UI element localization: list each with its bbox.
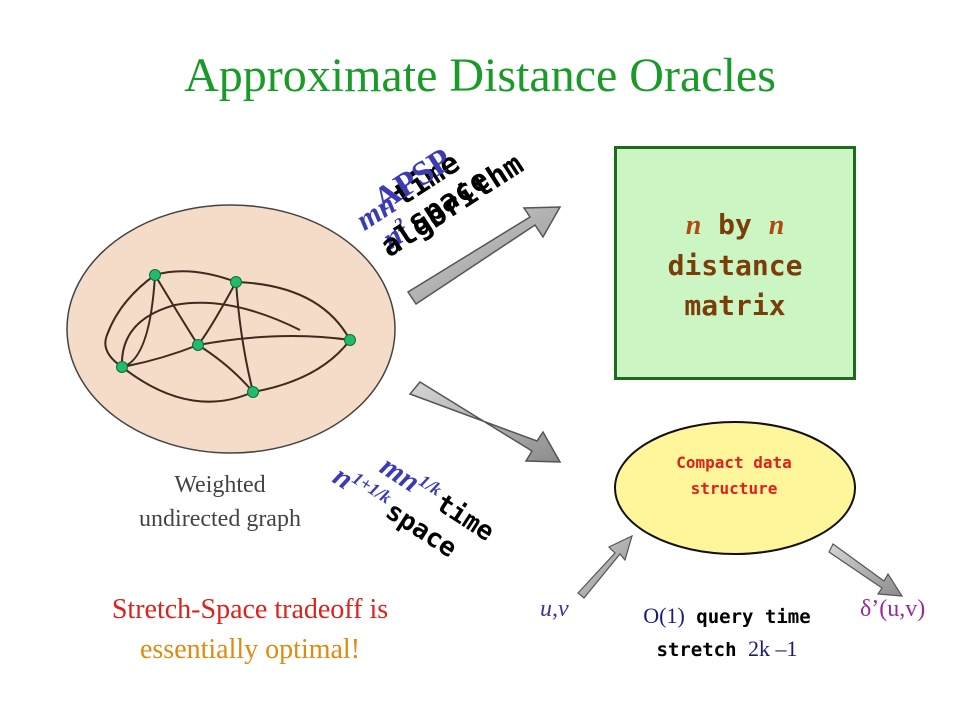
graph-vertex — [193, 340, 204, 351]
query-output-arrow — [829, 544, 902, 596]
matrix-by-word: by — [718, 208, 752, 241]
tradeoff-line-1: Stretch-Space tradeoff is — [40, 590, 460, 630]
distance-matrix-label: n by n distance matrix — [614, 205, 856, 326]
graph-ellipse — [67, 205, 395, 453]
data-structure-line-2: structure — [628, 476, 840, 502]
graph-caption: Weighted undirected graph — [100, 468, 340, 536]
matrix-n-var: n — [686, 210, 702, 241]
stretch-word: stretch — [656, 639, 736, 661]
graph-caption-line-2: undirected graph — [100, 502, 340, 536]
matrix-line-3: matrix — [614, 286, 856, 326]
matrix-line-2: distance — [614, 246, 856, 286]
query-time-complexity: O(1) — [643, 603, 685, 628]
query-input-arrow — [578, 536, 632, 598]
matrix-line-1: n by n — [614, 205, 856, 246]
query-output-label: δ’(u,v) — [860, 596, 925, 623]
stretch-value: 2k –1 — [748, 636, 798, 661]
graph-vertex — [345, 335, 356, 346]
graph-vertex — [248, 387, 259, 398]
query-info: O(1) query time stretch 2k –1 — [612, 600, 842, 666]
data-structure-line-1: Compact data — [628, 450, 840, 476]
lower-arrow — [410, 382, 560, 462]
query-input-label: u,v — [540, 596, 569, 623]
graph-vertex — [231, 277, 242, 288]
query-time-line: O(1) query time — [612, 600, 842, 633]
graph-vertex — [117, 362, 128, 373]
tradeoff-conclusion: Stretch-Space tradeoff is essentially op… — [40, 590, 460, 670]
stretch-line: stretch 2k –1 — [612, 633, 842, 666]
tradeoff-line-2: essentially optimal! — [40, 630, 460, 670]
matrix-n-var: n — [769, 210, 785, 241]
query-time-word: query time — [696, 606, 810, 628]
data-structure-label: Compact data structure — [628, 450, 840, 502]
graph-caption-line-1: Weighted — [100, 468, 340, 502]
graph-vertex — [150, 270, 161, 281]
